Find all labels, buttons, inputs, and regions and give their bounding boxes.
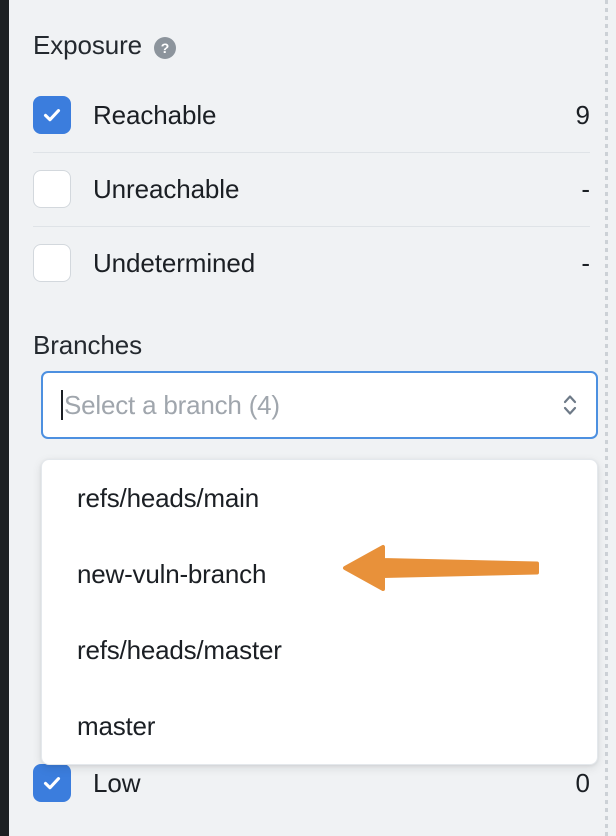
dropdown-option-refs-heads-main[interactable]: refs/heads/main [77,482,259,513]
chevron-up-down-icon[interactable] [560,389,580,421]
branch-select-placeholder: Select a branch (4) [64,389,280,420]
text-caret [61,390,63,420]
severity-filter-list: Low 0 [33,752,590,814]
panel-right-divider [605,0,608,836]
branch-select-input[interactable]: Select a branch (4) [41,371,598,439]
checkbox-undetermined[interactable] [33,244,71,282]
filter-panel: Exposure ? Reachable 9 Unreachable - [9,0,605,836]
filter-label-unreachable: Unreachable [93,173,240,204]
filter-count-low: 0 [575,767,590,798]
checkbox-low[interactable] [33,764,71,802]
dropdown-option-master[interactable]: master [77,710,156,741]
filter-row-low[interactable]: Low 0 [33,752,590,814]
filter-label-reachable: Reachable [93,99,217,130]
filter-label-undetermined: Undetermined [93,247,256,278]
filter-count-reachable: 9 [575,99,590,130]
app-navigation-rail [0,0,9,836]
filter-row-reachable[interactable]: Reachable 9 [33,78,590,152]
exposure-section-heading: Exposure ? [33,30,177,61]
exposure-filter-list: Reachable 9 Unreachable - Undetermined - [33,78,590,300]
branch-dropdown-list[interactable]: refs/heads/main new-vuln-branch refs/hea… [41,459,598,765]
dropdown-option-refs-heads-master[interactable]: refs/heads/master [77,634,282,665]
branches-section-heading: Branches [33,330,142,361]
checkbox-reachable[interactable] [33,96,71,134]
branches-heading-label: Branches [33,330,143,360]
checkbox-unreachable[interactable] [33,170,71,208]
question-mark-icon[interactable]: ? [154,36,177,59]
filter-count-unreachable: - [581,173,590,204]
dropdown-option-new-vuln-branch[interactable]: new-vuln-branch [77,558,267,589]
filter-row-undetermined[interactable]: Undetermined - [33,226,590,300]
exposure-heading-label: Exposure [33,30,143,60]
filter-row-unreachable[interactable]: Unreachable - [33,152,590,226]
filter-count-undetermined: - [581,247,590,278]
filter-label-low: Low [93,767,141,798]
